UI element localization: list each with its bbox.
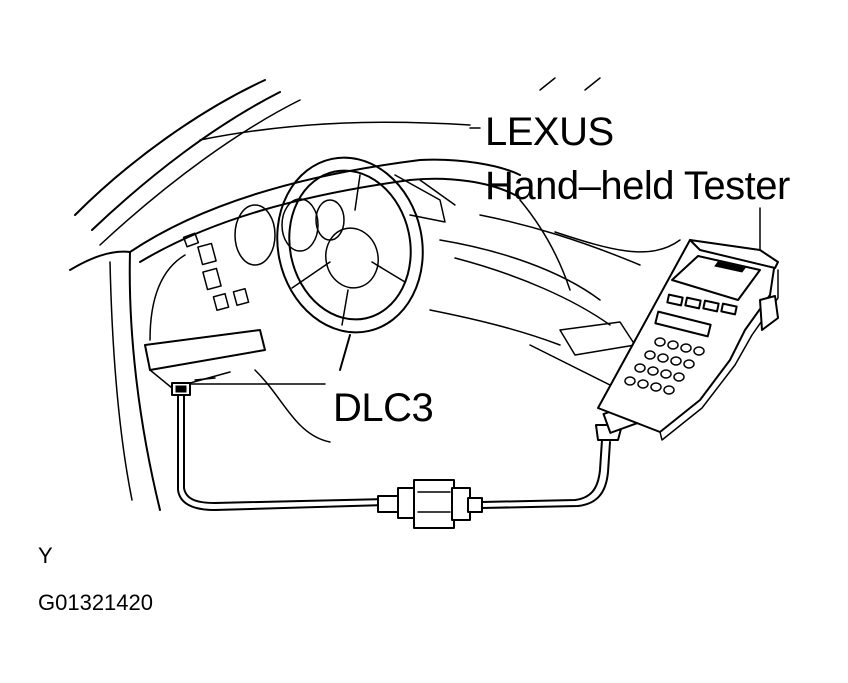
dashboard — [129, 158, 521, 389]
instrument-cluster — [182, 198, 345, 312]
door-frame — [69, 250, 161, 511]
floor-lines — [194, 369, 331, 443]
inline-adapter — [377, 479, 483, 529]
center-console — [394, 174, 681, 391]
steering-wheel — [276, 156, 424, 371]
tester-function-keys — [666, 293, 738, 316]
brand-label: LEXUS — [485, 110, 614, 154]
windshield-pillar — [74, 77, 601, 246]
figure-id: G01321420 — [38, 590, 153, 615]
cable-right — [481, 439, 611, 509]
tester-label: Hand–held Tester — [485, 164, 790, 208]
dlc3-port — [171, 382, 191, 396]
dlc3-label: DLC3 — [333, 386, 434, 430]
hand-held-tester — [597, 239, 779, 441]
corner-code: Y — [38, 543, 53, 568]
tester-keypad — [624, 310, 712, 395]
cable-left — [177, 394, 386, 511]
